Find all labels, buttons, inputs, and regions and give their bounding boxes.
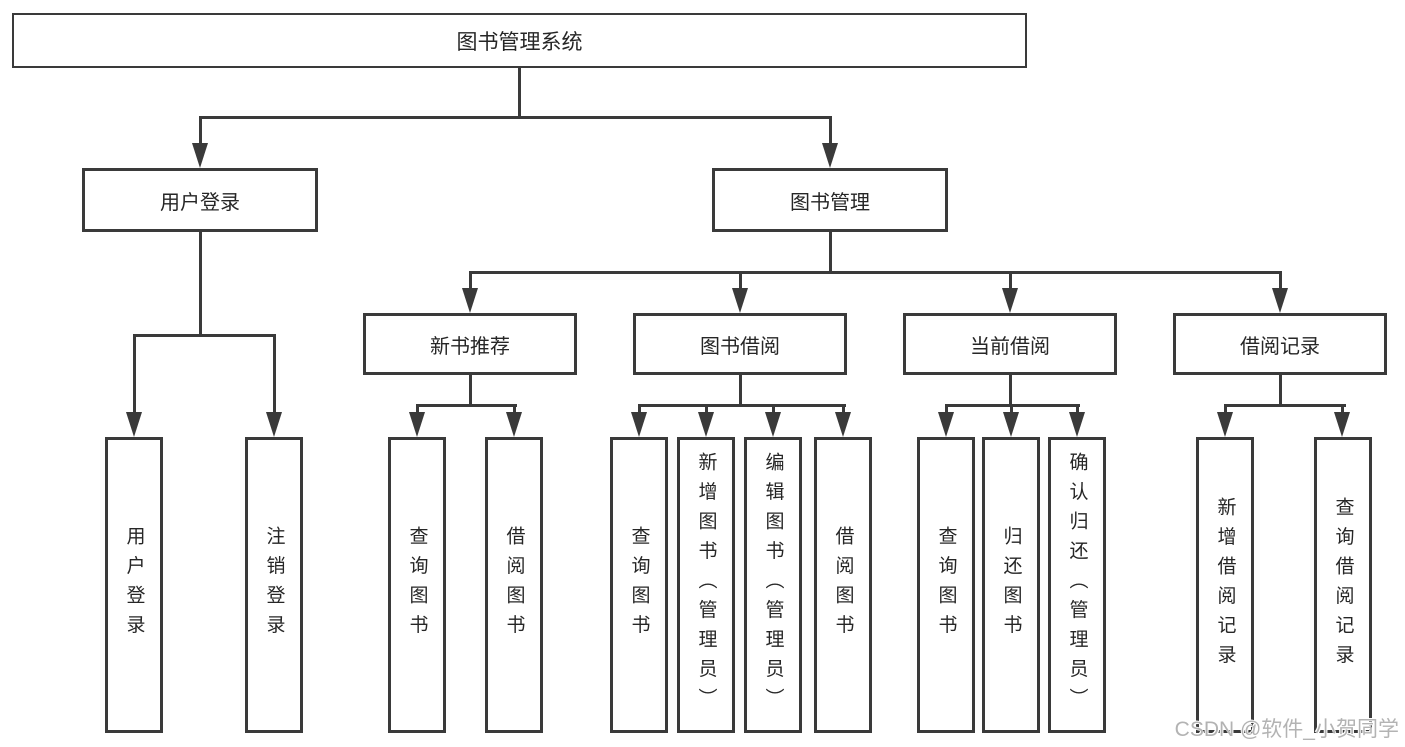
leaf-current-confirm-return-admin: 确认归还（管理员） (1048, 437, 1106, 733)
connector-line (1224, 404, 1227, 414)
connector-line (199, 116, 202, 145)
arrow-down-icon (1002, 288, 1018, 313)
leaf-label: 查询图书 (935, 526, 957, 644)
arrow-down-icon (835, 412, 851, 437)
connector-line (133, 334, 136, 414)
node-new-book-recommend: 新书推荐 (363, 313, 577, 375)
connector-line (416, 404, 419, 414)
arrow-down-icon (192, 143, 208, 168)
leaf-label: 用户登录 (123, 526, 145, 644)
connector-line (273, 334, 276, 414)
leaf-newrec-query-books: 查询图书 (388, 437, 446, 733)
node-library-system: 图书管理系统 (12, 13, 1027, 68)
arrow-down-icon (765, 412, 781, 437)
leaf-records-query-record: 查询借阅记录 (1314, 437, 1372, 733)
connector-line (199, 116, 832, 119)
leaf-label: 新增图书（管理员） (695, 452, 717, 718)
node-label: 图书管理 (790, 191, 870, 214)
node-label: 图书管理系统 (456, 30, 583, 54)
connector-line (416, 404, 517, 407)
connector-line (638, 404, 641, 414)
arrow-down-icon (822, 143, 838, 168)
leaf-borrow-add-books-admin: 新增图书（管理员） (677, 437, 735, 733)
connector-line (705, 404, 708, 414)
leaf-label: 查询图书 (628, 526, 650, 644)
leaf-label: 确认归还（管理员） (1066, 452, 1088, 718)
connector-line (1009, 375, 1012, 407)
leaf-borrow-query-books: 查询图书 (610, 437, 668, 733)
connector-line (1009, 271, 1012, 290)
leaf-borrow-edit-books-admin: 编辑图书（管理员） (744, 437, 802, 733)
node-label: 当前借阅 (970, 335, 1050, 358)
node-book-management: 图书管理 (712, 168, 948, 232)
leaf-label: 归还图书 (1000, 526, 1022, 644)
node-label: 借阅记录 (1240, 335, 1320, 358)
node-label: 用户登录 (160, 191, 240, 214)
connector-line (842, 404, 845, 414)
node-label: 图书借阅 (700, 335, 780, 358)
leaf-label: 注销登录 (263, 526, 285, 644)
connector-line (739, 375, 742, 407)
connector-line (518, 68, 521, 119)
arrow-down-icon (266, 412, 282, 437)
leaf-records-add-record: 新增借阅记录 (1196, 437, 1254, 733)
arrow-down-icon (409, 412, 425, 437)
leaf-label: 借阅图书 (503, 526, 525, 644)
arrow-down-icon (1272, 288, 1288, 313)
connector-line (199, 232, 202, 337)
arrow-down-icon (938, 412, 954, 437)
leaf-current-query-books: 查询图书 (917, 437, 975, 733)
arrow-down-icon (506, 412, 522, 437)
connector-line (1279, 271, 1282, 290)
leaf-label: 查询借阅记录 (1332, 496, 1354, 674)
arrow-down-icon (631, 412, 647, 437)
leaf-user-login: 用户登录 (105, 437, 163, 733)
connector-line (829, 116, 832, 145)
connector-line (945, 404, 948, 414)
connector-line (469, 271, 472, 290)
connector-line (739, 271, 742, 290)
connector-line (638, 404, 846, 407)
arrow-down-icon (732, 288, 748, 313)
connector-line (513, 404, 516, 414)
leaf-label: 借阅图书 (832, 526, 854, 644)
connector-line (1076, 404, 1079, 414)
leaf-newrec-borrow-books: 借阅图书 (485, 437, 543, 733)
arrow-down-icon (1069, 412, 1085, 437)
arrow-down-icon (462, 288, 478, 313)
connector-line (469, 375, 472, 407)
leaf-borrow-borrow-books: 借阅图书 (814, 437, 872, 733)
arrow-down-icon (1217, 412, 1233, 437)
node-label: 新书推荐 (430, 335, 510, 358)
arrow-down-icon (1003, 412, 1019, 437)
connector-line (133, 334, 275, 337)
node-current-borrow: 当前借阅 (903, 313, 1117, 375)
connector-line (1010, 404, 1013, 414)
connector-line (1341, 404, 1344, 414)
node-user-login: 用户登录 (82, 168, 318, 232)
leaf-label: 编辑图书（管理员） (762, 452, 784, 718)
connector-line (469, 271, 1282, 274)
watermark: CSDN @软件_小贺同学 (1174, 718, 1399, 741)
leaf-current-return-books: 归还图书 (982, 437, 1040, 733)
leaf-label: 新增借阅记录 (1214, 496, 1236, 674)
node-book-borrow: 图书借阅 (633, 313, 847, 375)
connector-line (772, 404, 775, 414)
leaf-label: 查询图书 (406, 526, 428, 644)
connector-line (1279, 375, 1282, 407)
arrow-down-icon (126, 412, 142, 437)
connector-line (1224, 404, 1346, 407)
arrow-down-icon (1334, 412, 1350, 437)
leaf-logout-login: 注销登录 (245, 437, 303, 733)
connector-line (829, 232, 832, 274)
arrow-down-icon (698, 412, 714, 437)
node-borrow-records: 借阅记录 (1173, 313, 1387, 375)
